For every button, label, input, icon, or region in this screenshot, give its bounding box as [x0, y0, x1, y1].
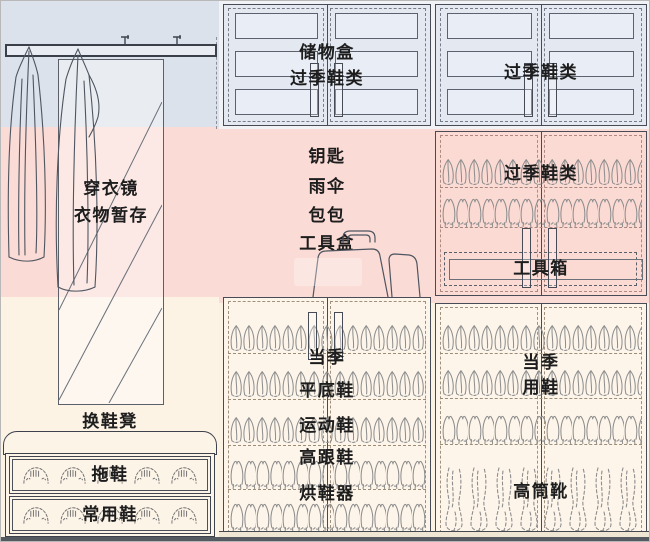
drawer-face: [12, 499, 208, 531]
coat-icon: [7, 46, 46, 262]
shoe-row: [440, 354, 642, 399]
shoe-row: [228, 490, 426, 532]
shoe-row: [440, 399, 642, 445]
shoe-row: [228, 446, 426, 490]
shoe-row: [228, 354, 426, 400]
coat-rail: [5, 44, 217, 57]
door-split: [541, 132, 542, 295]
slipper-icon-row: [16, 503, 204, 527]
cabinet-door: [544, 8, 642, 122]
cabinet-door: [544, 135, 642, 292]
cabinet-offseason-shoes-mid: 过季鞋类 工具箱: [435, 131, 647, 296]
door-split: [327, 298, 328, 536]
toolbox-outline: [444, 252, 637, 286]
cabinet-offseason-shoes-top: 过季鞋类: [435, 4, 647, 126]
door-handle: [524, 63, 533, 117]
cabinet-door: [440, 135, 538, 292]
door-split: [541, 304, 542, 536]
hook-icon: [173, 35, 181, 45]
shoe-row: [440, 138, 642, 188]
drawer-face: [12, 459, 208, 491]
cabinet-current-season-shoes: 当季 平底鞋 运动鞋 高跟鞋 烘鞋器: [223, 297, 431, 537]
drawer-everyday-shoes: 常用鞋: [9, 496, 211, 534]
floor-line: [1, 537, 649, 541]
watermark: [294, 258, 362, 286]
cabinet-current-season-boots: 当季 用鞋 高筒靴: [435, 303, 647, 537]
shoe-bench-seat: [3, 431, 217, 455]
door-split: [541, 5, 542, 125]
door-handle: [334, 63, 343, 117]
wall-corner-dashes: [216, 37, 217, 129]
door-handle: [548, 63, 557, 117]
drawer-slippers: 拖鞋: [9, 456, 211, 494]
toolbox-face: [449, 259, 643, 280]
coat-icon: [55, 48, 100, 292]
door-handle: [548, 228, 557, 288]
shoe-bench-drawers: 拖鞋 常用鞋: [5, 453, 215, 537]
hook-icon: [121, 35, 129, 45]
bag-icon: [312, 230, 421, 298]
boot-row: [440, 445, 642, 536]
shoe-row: [440, 308, 642, 354]
door-split: [327, 5, 328, 125]
door-handle: [334, 312, 343, 360]
door-handle: [308, 312, 317, 360]
shoe-row: [228, 400, 426, 446]
cabinet-door: [440, 8, 538, 122]
shoe-row: [440, 190, 642, 228]
door-handle: [522, 228, 531, 288]
wall-item-label: 钥匙: [308, 147, 346, 167]
cabinet-door: [330, 8, 426, 122]
cabinet-door: [228, 8, 324, 122]
wall-item-label: 雨伞: [308, 177, 346, 197]
shoe-row: [228, 308, 426, 354]
door-handle: [310, 63, 319, 117]
wall-band-blue: [1, 1, 219, 127]
slipper-icon-row: [16, 463, 204, 487]
cabinet-plinth: [219, 531, 649, 537]
